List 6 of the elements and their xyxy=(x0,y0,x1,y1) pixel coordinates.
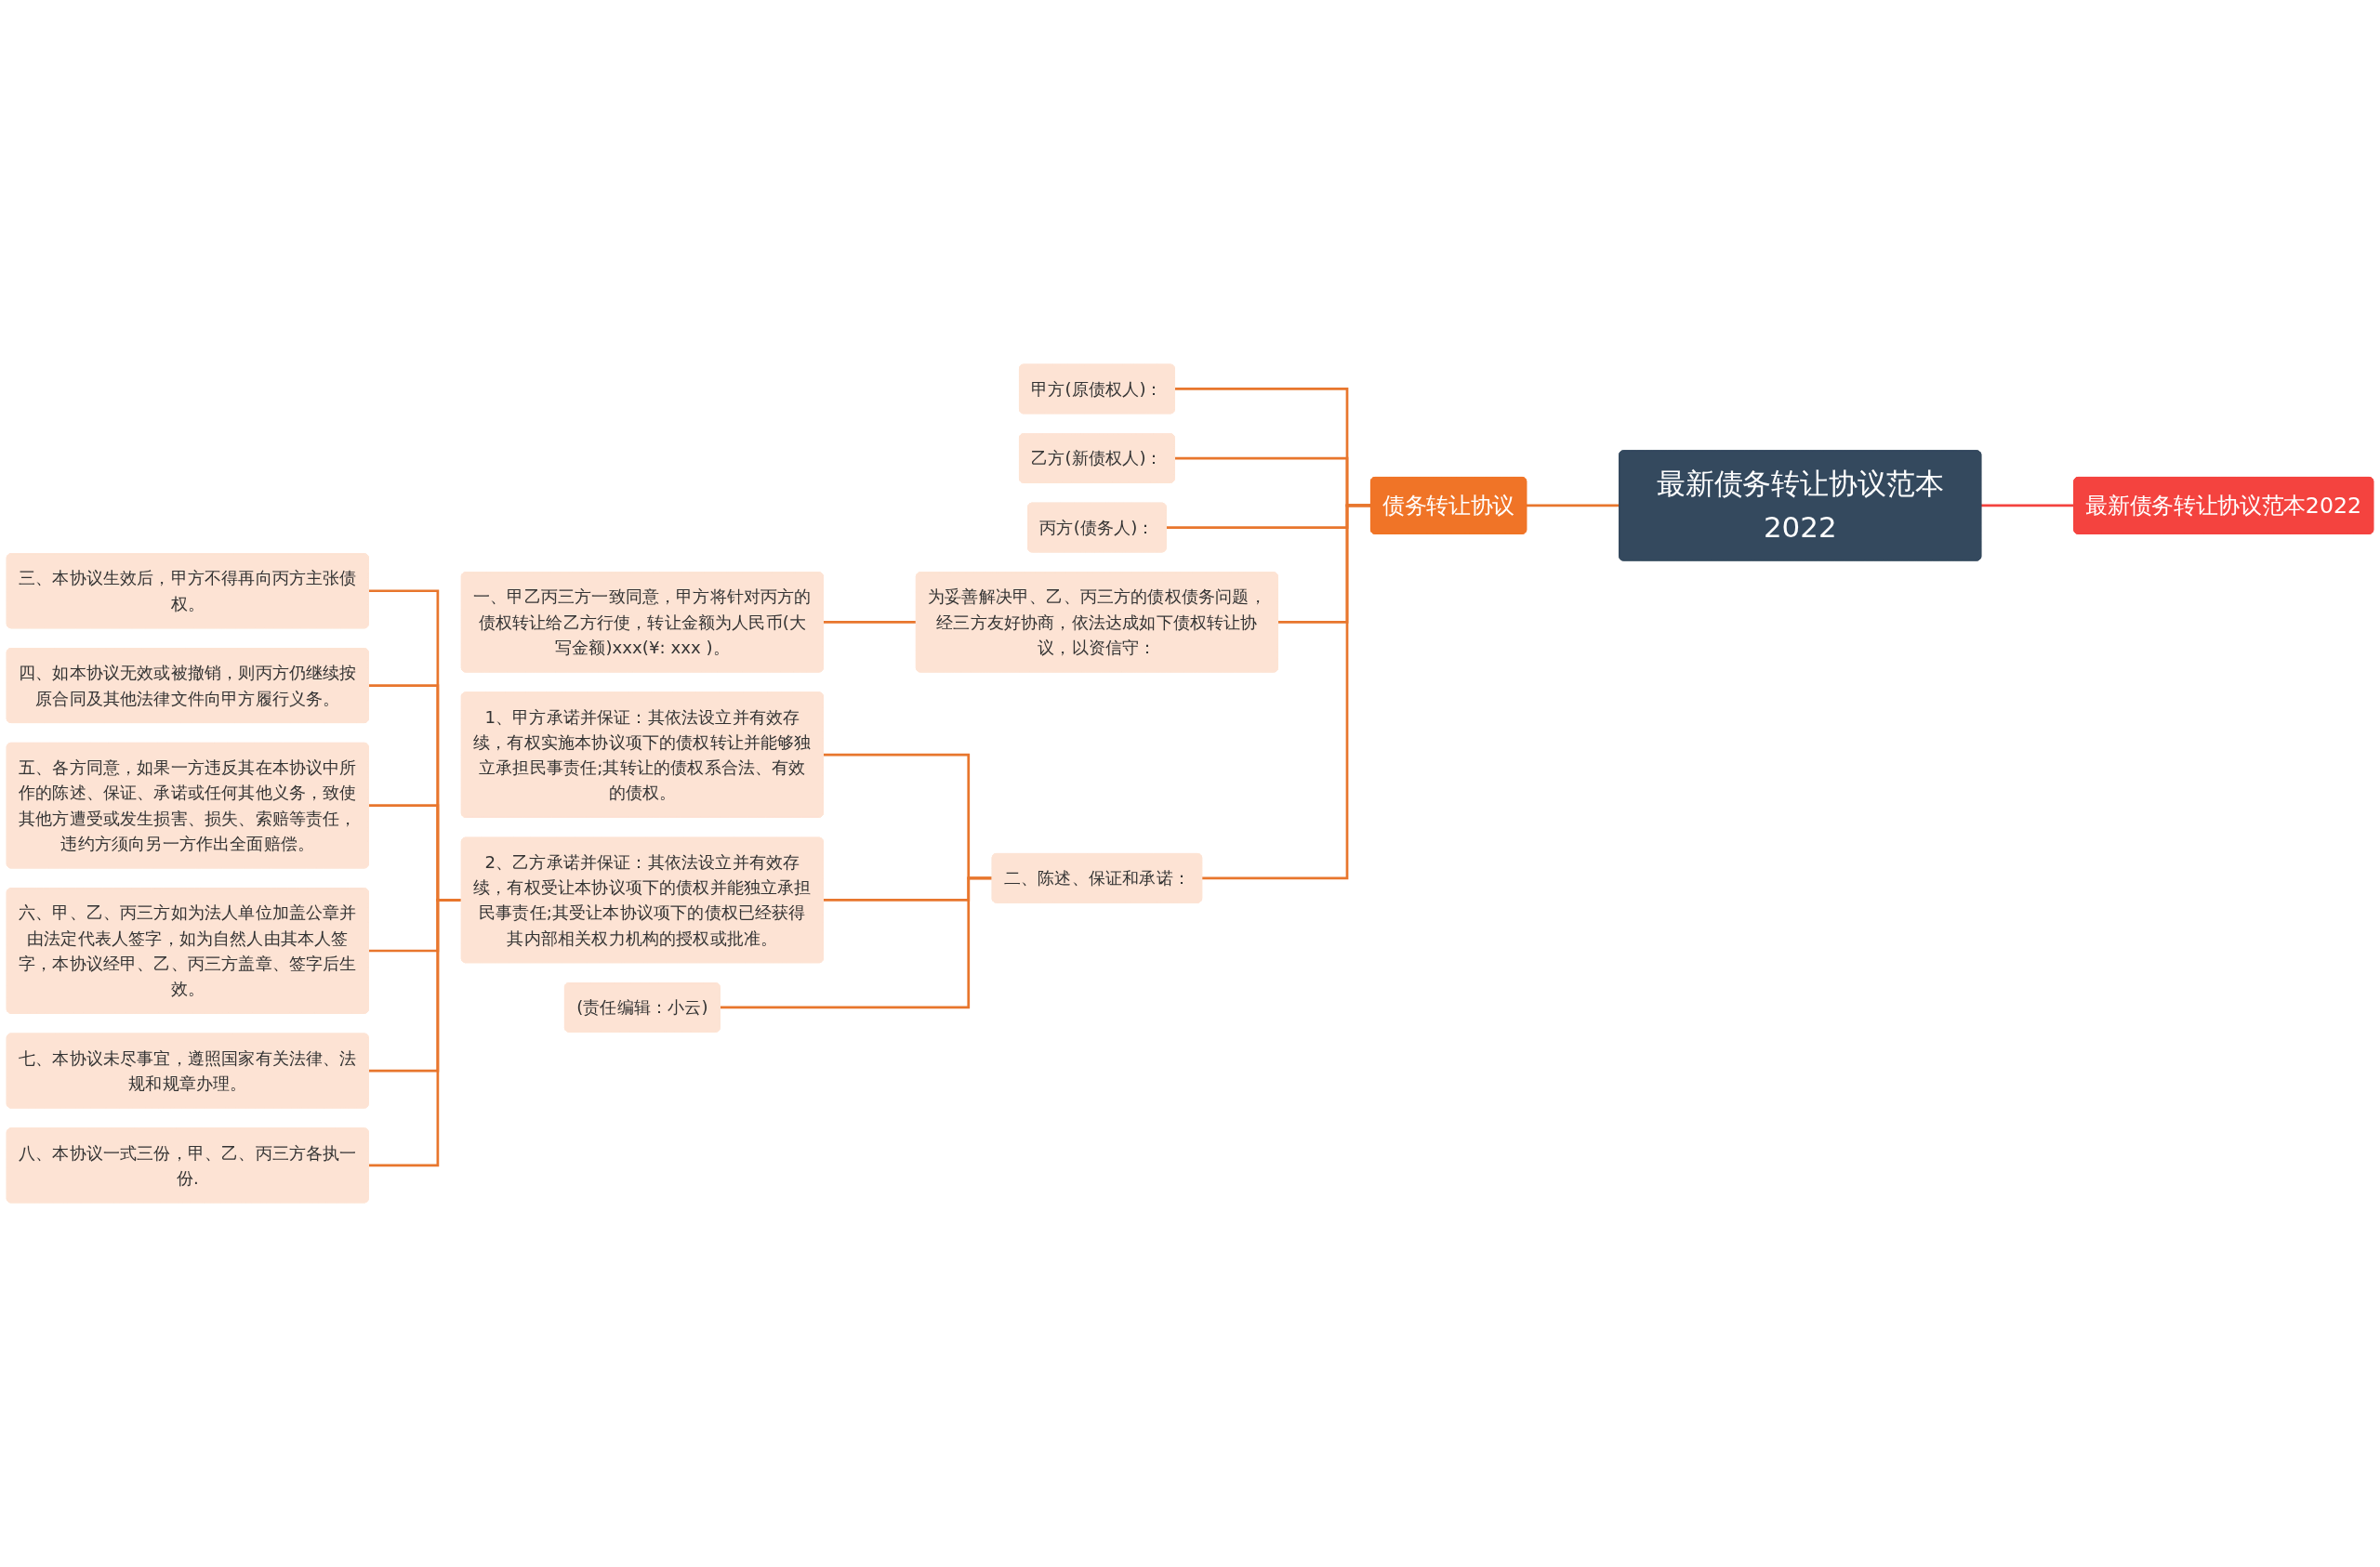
connector xyxy=(1980,504,2074,507)
connector xyxy=(1201,504,1371,880)
connector xyxy=(823,621,917,624)
connector xyxy=(368,899,462,1167)
connector xyxy=(1526,504,1620,507)
connector xyxy=(720,876,993,1009)
